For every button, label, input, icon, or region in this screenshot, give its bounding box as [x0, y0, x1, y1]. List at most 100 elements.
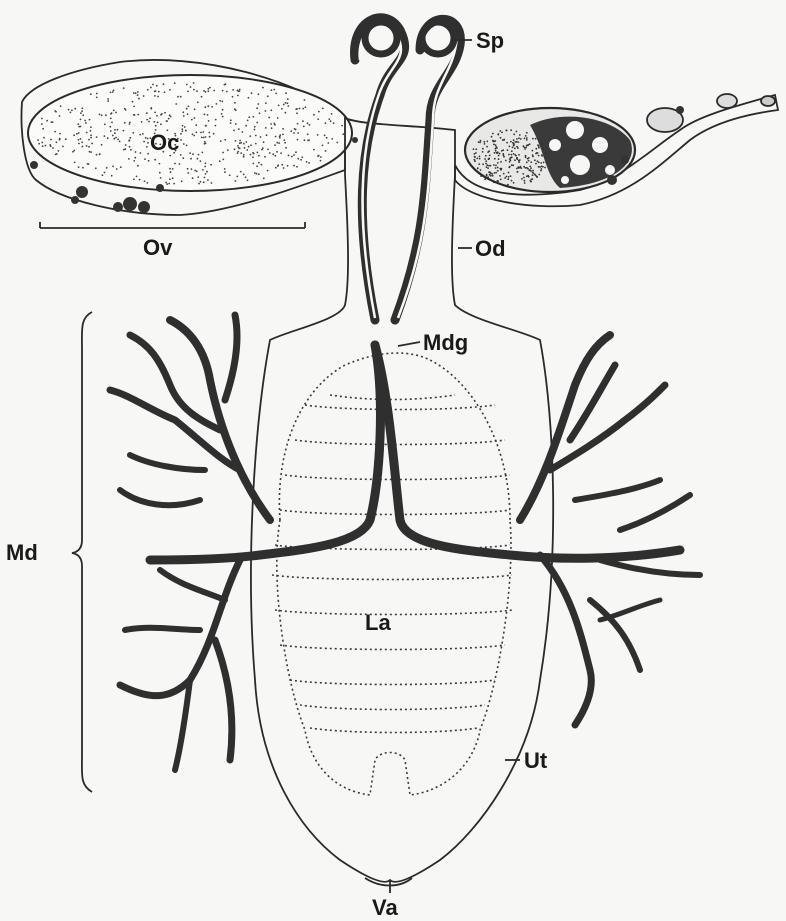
stipple-dot — [302, 120, 304, 122]
stipple-dot — [530, 167, 532, 169]
larva-segment-line — [272, 575, 512, 580]
stipple-dot — [268, 117, 270, 119]
stipple-dot — [542, 143, 544, 145]
stipple-dot — [56, 141, 58, 143]
stipple-dot — [209, 87, 211, 89]
stipple-dot — [187, 172, 189, 174]
stipple-dot — [544, 155, 546, 157]
stipple-dot — [194, 108, 196, 110]
stipple-dot — [156, 115, 158, 117]
stipple-dot — [276, 142, 278, 144]
stipple-dot — [96, 93, 98, 95]
stipple-dot — [200, 181, 202, 183]
stipple-dot — [190, 158, 192, 160]
stipple-dot — [180, 96, 182, 98]
stipple-dot — [115, 112, 117, 114]
stipple-dot — [545, 161, 547, 163]
stipple-dot — [494, 158, 496, 160]
stipple-dot — [499, 168, 501, 170]
stipple-dot — [78, 132, 80, 134]
stipple-dot — [243, 154, 245, 156]
stipple-dot — [262, 87, 264, 89]
md-bracket — [72, 312, 92, 792]
stipple-dot — [302, 108, 304, 110]
stipple-dot — [525, 135, 527, 137]
stipple-dot — [88, 146, 90, 148]
stipple-dot — [196, 170, 198, 172]
stipple-dot — [485, 163, 487, 165]
stipple-dot — [513, 139, 515, 141]
stipple-dot — [320, 160, 322, 162]
stipple-dot — [285, 147, 287, 149]
stipple-dot — [156, 85, 158, 87]
stipple-dot — [263, 177, 265, 179]
stipple-dot — [287, 102, 289, 104]
stipple-dot — [511, 180, 513, 182]
stipple-dot — [299, 108, 301, 110]
stipple-dot — [193, 82, 195, 84]
stipple-dot — [267, 170, 269, 172]
stipple-dot — [177, 96, 179, 98]
larva-segment-line — [290, 680, 495, 685]
stipple-dot — [243, 156, 245, 158]
stipple-dot — [500, 179, 502, 181]
stipple-dot — [116, 168, 118, 170]
stipple-dot — [86, 145, 88, 147]
stipple-dot — [493, 181, 495, 183]
stipple-dot — [139, 179, 141, 181]
stipple-dot — [150, 87, 152, 89]
stipple-dot — [137, 165, 139, 167]
stipple-dot — [318, 111, 320, 113]
stipple-dot — [201, 96, 203, 98]
stipple-dot — [159, 172, 161, 174]
stipple-dot — [502, 153, 504, 155]
stipple-dot — [494, 140, 496, 142]
stipple-dot — [516, 168, 518, 170]
stipple-dot — [220, 140, 222, 142]
stipple-dot — [250, 154, 252, 156]
stipple-dot — [529, 143, 531, 145]
stipple-dot — [221, 101, 223, 103]
stipple-dot — [130, 149, 132, 151]
stipple-dot — [145, 137, 147, 139]
stipple-dot — [41, 123, 43, 125]
stipple-dot — [309, 124, 311, 126]
stipple-dot — [278, 142, 280, 144]
stipple-dot — [540, 170, 542, 172]
stipple-dot — [507, 184, 509, 186]
stipple-dot — [148, 160, 150, 162]
stipple-dot — [101, 144, 103, 146]
stipple-dot — [204, 143, 206, 145]
stipple-dot — [54, 131, 56, 133]
stipple-dot — [84, 120, 86, 122]
stipple-dot — [538, 155, 540, 157]
stipple-dot — [41, 142, 43, 144]
stipple-dot — [511, 150, 513, 152]
stipple-dot — [107, 98, 109, 100]
stipple-dot — [215, 125, 217, 127]
stipple-dot — [530, 161, 532, 163]
stipple-dot — [90, 134, 92, 136]
stipple-dot — [146, 119, 148, 121]
stipple-dot — [205, 173, 207, 175]
stipple-dot — [137, 114, 139, 116]
stipple-dot — [503, 173, 505, 175]
stipple-dot — [95, 167, 97, 169]
stipple-dot — [205, 125, 207, 127]
stipple-dot — [179, 163, 181, 165]
stipple-dot — [295, 151, 297, 153]
stipple-dot — [227, 149, 229, 151]
stipple-dot — [146, 146, 148, 148]
label-md: Md — [6, 540, 38, 565]
stipple-dot — [157, 121, 159, 123]
stipple-dot — [203, 90, 205, 92]
stipple-dot — [209, 136, 211, 138]
stipple-dot — [62, 146, 64, 148]
stipple-dot — [144, 158, 146, 160]
stipple-dot — [248, 97, 250, 99]
stipple-dot — [140, 152, 142, 154]
stipple-dot — [318, 155, 320, 157]
stipple-dot — [526, 139, 528, 141]
label-va: Va — [372, 895, 398, 920]
stipple-dot — [483, 141, 485, 143]
